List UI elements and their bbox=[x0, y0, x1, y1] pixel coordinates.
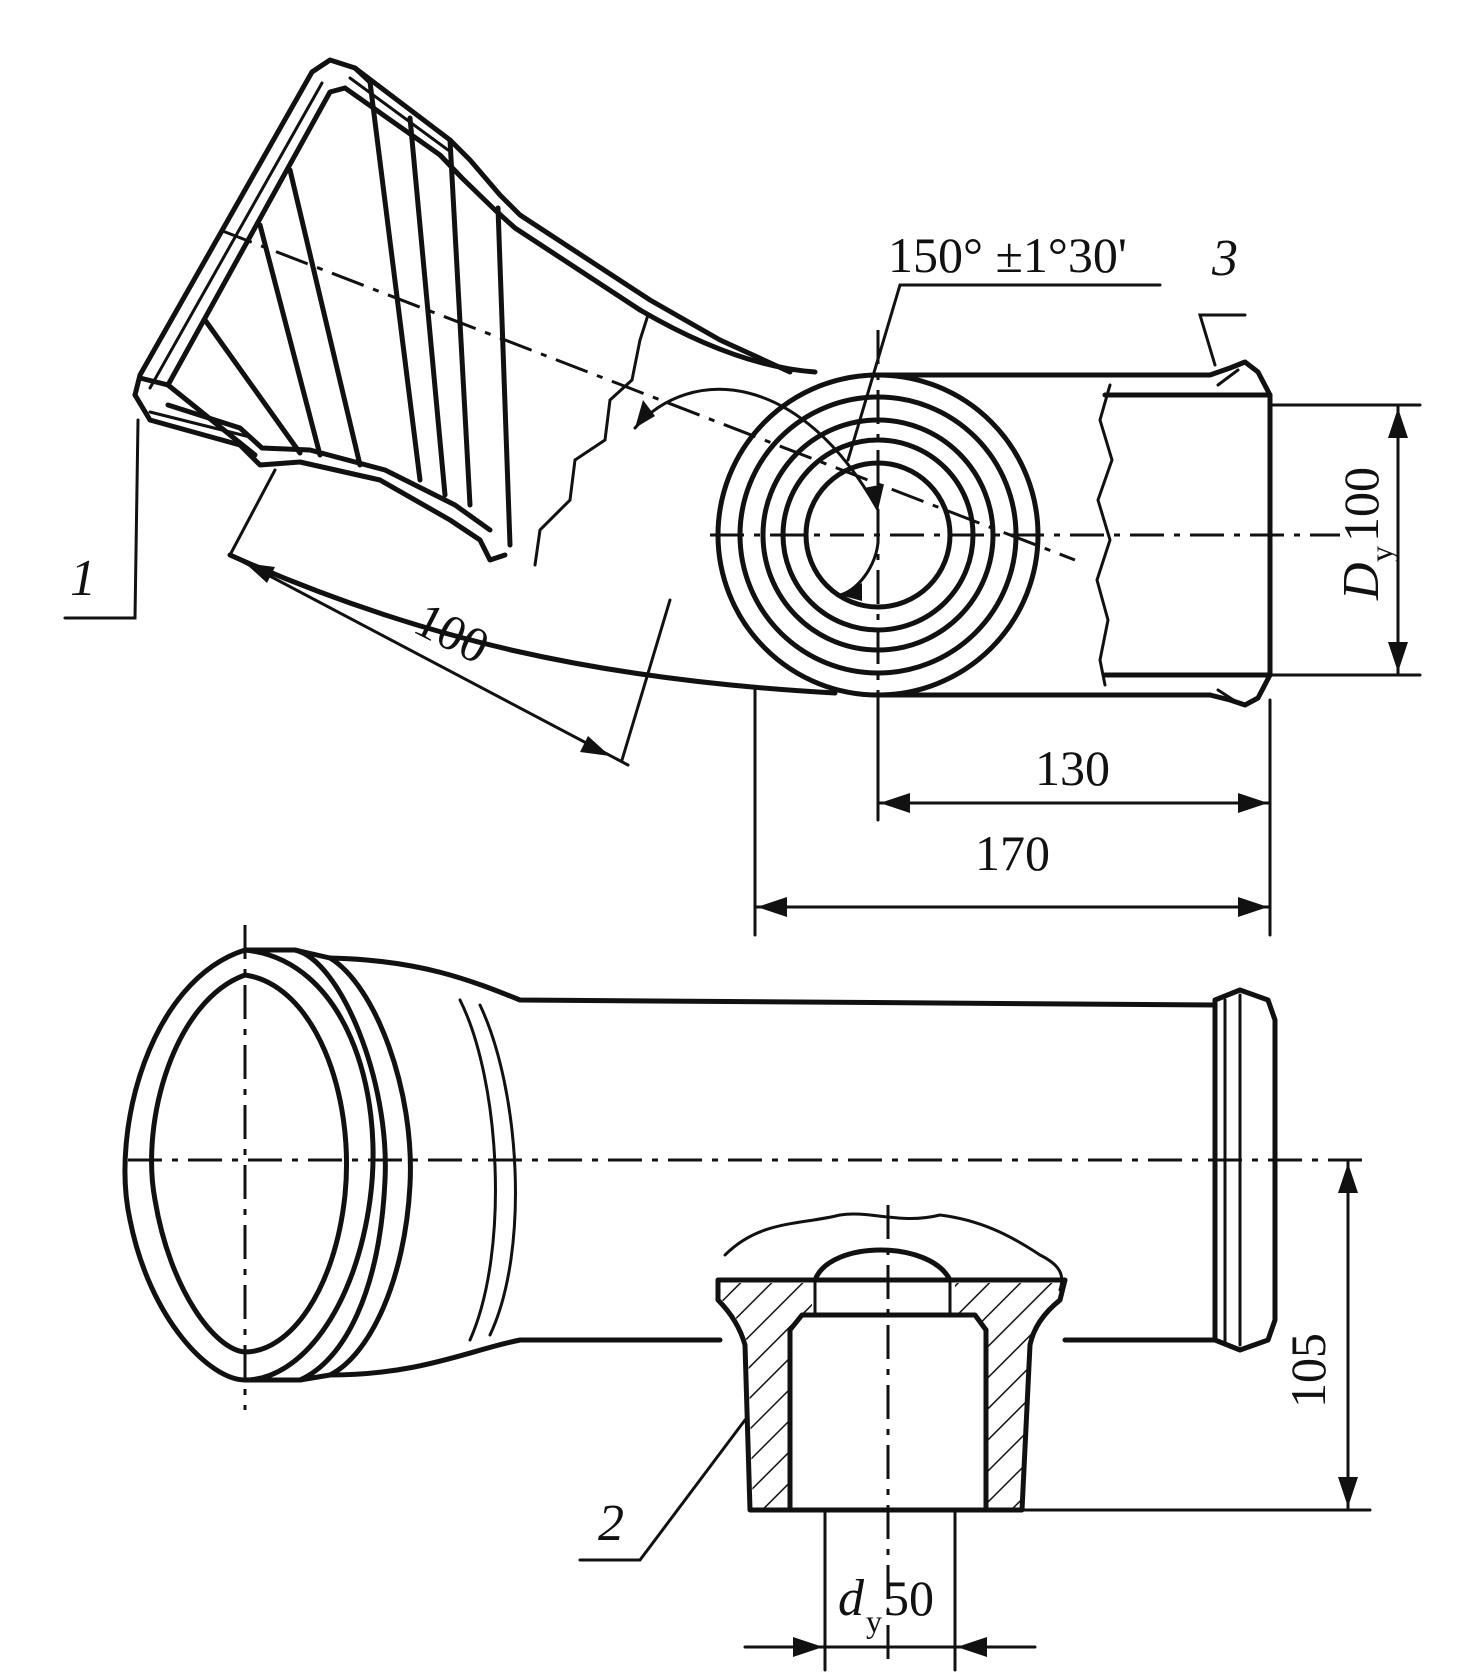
main-pipe-straight bbox=[875, 359, 1273, 708]
main-bore-dimension: D y 100 bbox=[1268, 403, 1422, 677]
overall-length-label: 170 bbox=[975, 825, 1050, 881]
front-view-centerlines bbox=[128, 925, 1370, 1660]
main-bore-value: 100 bbox=[1333, 467, 1389, 542]
main-bore-symbol: D bbox=[1333, 562, 1390, 601]
front-view: 2 105 d y 50 bbox=[122, 925, 1372, 1672]
callout-label-3: 3 bbox=[1211, 230, 1238, 287]
main-body-outline bbox=[327, 955, 1278, 1378]
inclined-branch-outline bbox=[132, 57, 838, 696]
callout-label-2: 2 bbox=[598, 1495, 624, 1552]
angle-dimension: 150° ±1°30' bbox=[633, 227, 1162, 601]
socket-end-oval bbox=[122, 947, 413, 1383]
main-bore-subscript: y bbox=[1363, 546, 1399, 562]
center-to-end-label: 130 bbox=[1035, 740, 1110, 796]
callout-label-1: 1 bbox=[70, 550, 96, 607]
top-view-centerlines bbox=[219, 228, 1340, 730]
angle-label: 150° ±1°30' bbox=[888, 227, 1127, 283]
branch-length-dimension: 100 bbox=[228, 468, 672, 767]
branch-offset-label: 105 bbox=[1280, 1333, 1336, 1408]
branch-socket-section bbox=[715, 1212, 1068, 1513]
branch-length-label: 100 bbox=[406, 591, 498, 675]
top-view: 150° ±1°30' 3 1 100 bbox=[63, 57, 1422, 937]
branch-bore-dimension: d y 50 bbox=[743, 1508, 1037, 1672]
branch-bore-symbol: d bbox=[838, 1570, 865, 1627]
overall-length-dimension: 170 bbox=[753, 688, 1272, 937]
callout-1: 1 bbox=[63, 418, 140, 620]
branch-bore-subscript: y bbox=[866, 1603, 882, 1639]
branch-offset-dimension: 105 bbox=[1020, 1158, 1372, 1512]
branch-bore-value: 50 bbox=[884, 1570, 934, 1626]
socket-rings bbox=[165, 79, 650, 567]
center-to-end-dimension: 130 bbox=[876, 698, 1272, 937]
callout-3: 3 bbox=[1197, 230, 1247, 367]
callout-2: 2 bbox=[578, 1418, 747, 1562]
